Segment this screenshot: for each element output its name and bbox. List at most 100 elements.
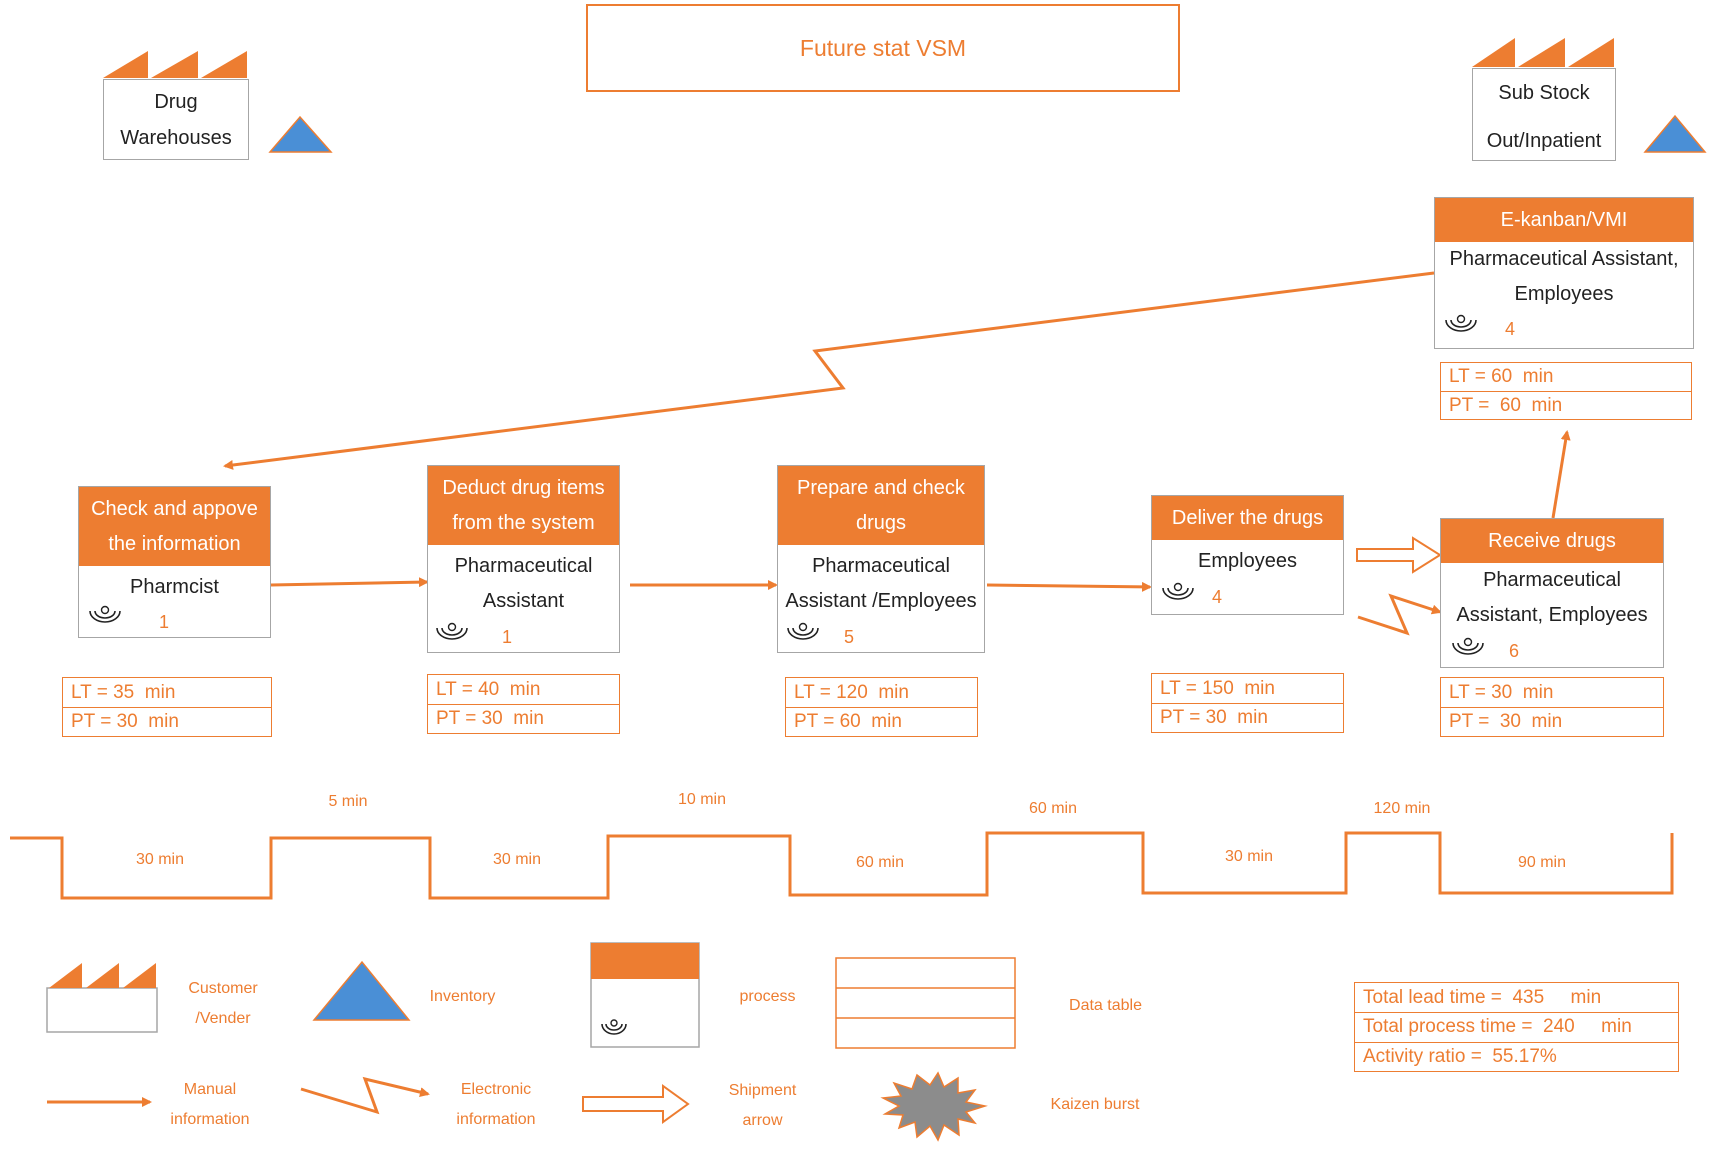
data-table: LT = 40 min PT = 30 min [427,674,620,734]
timeline-upper-label: 120 min [1373,800,1431,817]
electronic-information-arrow [223,271,1435,470]
legend-shipment-label: Shipment arrow [715,1076,810,1136]
process-operator: Employees [1152,540,1343,579]
legend-factory-icon [46,963,158,1033]
operator-count: 4 [1212,587,1223,607]
inventory-icon [1643,114,1707,153]
process-operator: Pharmaceutical Assistant [428,545,619,619]
process-operator-line: Pharmaceutical [454,555,593,577]
legend-text: Shipment [728,1082,797,1099]
legend-electronic-arrow-icon [300,1076,430,1115]
timeline-lower-label: 90 min [1517,854,1567,871]
operator-count: 5 [844,627,855,647]
data-table: LT = 150 min PT = 30 min [1151,673,1344,733]
lead-time: LT = 120 min [794,681,909,703]
process-box: Prepare and check drugs Pharmaceutical A… [777,465,985,653]
data-table: LT = 120 min PT = 60 min [785,677,978,737]
process-title: Check and appove the information [79,487,270,566]
legend-electronic-label: Electronic information [446,1075,546,1135]
process-title: Prepare and check drugs [778,466,984,545]
process-operator-line: Assistant, Employees [1456,604,1648,626]
supplier-name: Drug [154,91,198,113]
lead-time: LT = 60 min [1449,366,1554,387]
process-operator-line: Pharmcist [130,576,219,598]
supplier-sub-stock: Sub Stock Out/Inpatient [1472,68,1616,161]
legend-data-table-label: Data table [1069,997,1142,1014]
timeline-upper-label: 5 min [328,793,368,810]
process-title-line: Deduct drug items [442,476,605,499]
summary-table: Total lead time = 435 min Total process … [1354,982,1679,1072]
manual-information-arrow [986,581,1152,592]
process-title-line: from the system [452,511,595,534]
timeline-lower-label: 30 min [492,851,542,868]
operator-count: 1 [159,612,170,632]
process-operator-line: Assistant [482,590,565,612]
legend-manual-label: Manual information [160,1075,260,1135]
operator-icon [1452,637,1484,655]
lead-time: LT = 150 min [1160,677,1275,699]
timeline-upper-label: 10 min [677,791,727,808]
process-operator: Pharmaceutical Assistant, Employees [1441,563,1663,633]
supplier-name: Warehouses [120,127,232,149]
process-time: PT = 60 min [786,707,977,736]
manual-information-arrow [1551,430,1571,519]
legend-text: information [456,1111,536,1128]
data-table: LT = 60 min PT = 60 min [1440,362,1692,420]
process-operator: Pharmaceutical Assistant, Employees [1435,242,1693,312]
timeline-lower-label: 30 min [1224,848,1274,865]
operator-count: 1 [502,627,513,647]
lead-time: LT = 35 min [71,681,176,703]
operator-count: 6 [1509,641,1520,661]
process-operator-line: Pharmaceutical [812,555,950,577]
manual-information-arrow [270,577,429,588]
factory-icon [1472,38,1614,67]
process-time: PT = 30 min [428,704,619,733]
process-time: PT = 30 min [1152,703,1343,732]
process-title-line: the information [108,532,241,555]
process-time: PT = 30 min [1441,707,1663,736]
total-process-time: Total process time = 240 min [1355,1012,1678,1041]
legend-shipment-arrow-icon [582,1084,690,1124]
process-operator: Pharmcist [79,566,270,605]
diagram-title: Future stat VSM [586,4,1180,92]
lead-time: LT = 40 min [436,678,541,700]
operator-icon [436,622,468,640]
electronic-information-arrow [1357,593,1442,636]
legend-data-table-icon [835,957,1016,1049]
process-operator-line: Employees [1198,550,1297,572]
legend-inventory-label: Inventory [429,988,496,1005]
legend-text: Electronic [460,1081,532,1098]
process-operator-line: Employees [1514,283,1614,305]
legend-customer-label: Customer /Vender [178,974,268,1034]
operator-count: 4 [1505,319,1516,339]
legend-text: /Vender [195,1010,251,1027]
inventory-icon [268,115,333,153]
process-operator-line: Pharmaceutical Assistant, [1449,248,1679,270]
data-table: LT = 30 min PT = 30 min [1440,677,1664,737]
process-title: Deduct drug items from the system [428,466,619,545]
process-box: Deliver the drugs Employees 4 [1151,495,1344,615]
process-box: Check and appove the information Pharmci… [78,486,271,638]
process-title-line: Check and appove [91,497,258,520]
legend-inventory-icon [312,960,411,1021]
process-box: E-kanban/VMI Pharmaceutical Assistant, E… [1434,197,1694,349]
process-operator: Pharmaceutical Assistant /Employees [778,545,984,619]
timeline-line [10,831,1674,900]
supplier-name: Sub Stock [1498,82,1590,104]
legend-text: arrow [742,1112,783,1129]
process-title: E-kanban/VMI [1435,198,1693,242]
legend-text: Manual [183,1081,237,1098]
factory-icon [103,51,247,78]
operator-icon [787,622,819,640]
process-title: Deliver the drugs [1152,496,1343,540]
legend-text: information [170,1111,250,1128]
data-table: LT = 35 min PT = 30 min [62,677,272,737]
process-operator-line: Assistant /Employees [785,590,977,612]
kaizen-burst-icon [880,1071,988,1142]
operator-icon [89,605,121,623]
process-box: Receive drugs Pharmaceutical Assistant, … [1440,518,1664,668]
shipment-arrow [1356,536,1442,574]
process-operator-line: Pharmaceutical [1483,569,1621,591]
